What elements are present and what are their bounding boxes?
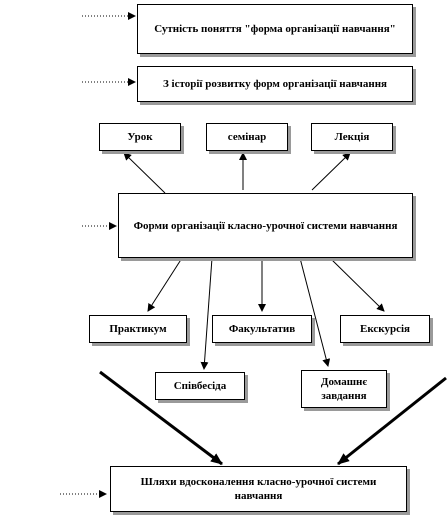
node-seminar: семінар (206, 123, 288, 151)
edge-forms-practicum (147, 257, 183, 312)
node-interview: Співбесіда (155, 372, 245, 400)
node-essence-label: Сутність поняття "форма організації навч… (154, 23, 396, 35)
node-essence: Сутність поняття "форма організації навч… (137, 4, 413, 54)
node-homework: Домашнє завдання (301, 370, 387, 408)
node-interview-label: Співбесіда (173, 380, 227, 392)
node-lecture-label: Лекція (334, 131, 370, 143)
edge-thick-right (337, 376, 447, 466)
node-forms-label: Форми організації класно-урочної системи… (133, 219, 398, 232)
node-seminar-label: семінар (227, 131, 267, 143)
node-elective: Факультатив (212, 315, 312, 343)
edge-forms-homework (299, 257, 331, 367)
node-ways: Шляхи вдосконалення класно-урочної систе… (110, 466, 407, 512)
node-lesson: Урок (99, 123, 181, 151)
edge-forms-excursion (329, 257, 385, 312)
node-ways-label: Шляхи вдосконалення класно-урочної систе… (140, 476, 377, 502)
node-practicum-label: Практикум (109, 323, 167, 335)
node-practicum: Практикум (89, 315, 187, 343)
node-history: З історії розвитку форм організації навч… (137, 66, 413, 102)
node-homework-label: Домашнє завдання (320, 376, 368, 402)
node-elective-label: Факультатив (228, 323, 296, 335)
edge-forms-lecture (311, 152, 351, 191)
node-forms: Форми організації класно-урочної системи… (118, 193, 413, 258)
node-excursion: Екскурсія (340, 315, 430, 343)
edge-thick-left (99, 370, 223, 466)
edge-forms-lesson (123, 152, 166, 194)
node-excursion-label: Екскурсія (360, 323, 410, 335)
node-lesson-label: Урок (127, 131, 153, 143)
node-lecture: Лекція (311, 123, 393, 151)
node-history-label: З історії розвитку форм організації навч… (162, 78, 387, 90)
edge-forms-interview (200, 257, 213, 370)
